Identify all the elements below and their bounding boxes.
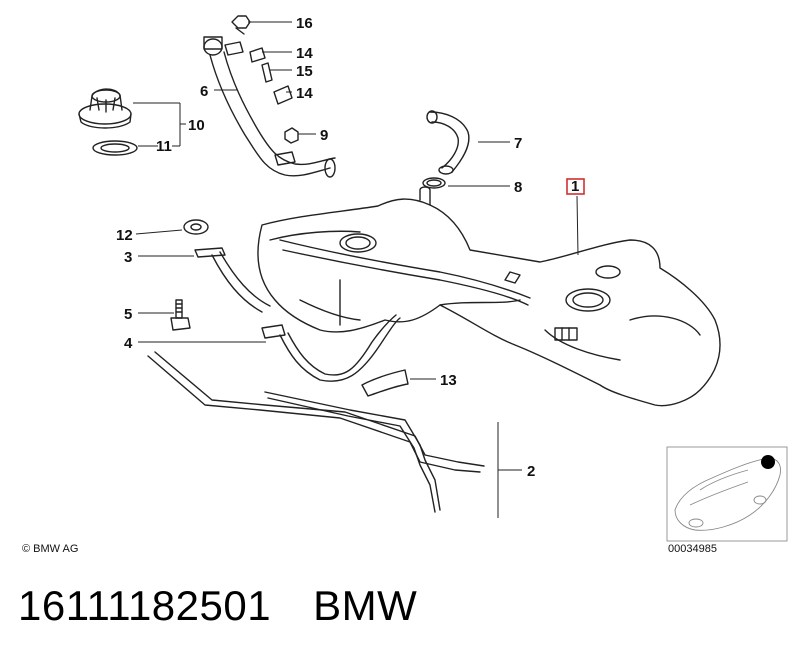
protective-shell[interactable] xyxy=(361,369,409,397)
callout-2[interactable]: 2 xyxy=(527,463,535,480)
callout-6[interactable]: 6 xyxy=(200,83,208,100)
nut-9[interactable] xyxy=(284,127,299,144)
callout-9[interactable]: 9 xyxy=(320,127,328,144)
callout-10[interactable]: 10 xyxy=(188,117,205,134)
callout-7[interactable]: 7 xyxy=(514,135,522,152)
vent-hose[interactable] xyxy=(426,110,470,175)
nut-16[interactable] xyxy=(231,15,251,35)
washer[interactable] xyxy=(183,219,209,235)
brand-name: BMW xyxy=(313,582,418,629)
callout-12[interactable]: 12 xyxy=(116,227,133,244)
leader-lines xyxy=(133,21,579,518)
callout-11[interactable]: 11 xyxy=(156,138,172,155)
location-dot xyxy=(761,455,775,469)
hose-clamp[interactable] xyxy=(422,177,446,189)
callout-3[interactable]: 3 xyxy=(124,249,132,266)
callout-14-upper[interactable]: 14 xyxy=(296,45,313,62)
gasket[interactable] xyxy=(92,140,138,156)
filler-pipe[interactable] xyxy=(203,36,336,178)
part-number: 16111182501 xyxy=(18,582,272,629)
part-footer: 16111182501 BMW xyxy=(18,582,459,630)
tank-strap-lower[interactable] xyxy=(261,314,401,382)
clip-upper[interactable] xyxy=(249,47,266,63)
tank-strap-upper[interactable] xyxy=(194,247,271,313)
part-1-highlight xyxy=(566,178,585,195)
image-number: 00034985 xyxy=(668,543,717,555)
bushing[interactable] xyxy=(261,62,273,83)
car-outline-icon xyxy=(674,457,781,531)
filler-cap[interactable] xyxy=(78,88,132,129)
callout-16[interactable]: 16 xyxy=(296,15,313,32)
callout-1[interactable]: 1 xyxy=(571,178,579,195)
fuel-tank[interactable] xyxy=(257,186,721,407)
callout-15[interactable]: 15 xyxy=(296,63,313,80)
fuel-lines[interactable] xyxy=(147,351,485,513)
callout-4[interactable]: 4 xyxy=(124,335,133,352)
callout-14-lower[interactable]: 14 xyxy=(296,85,313,102)
clip-lower[interactable] xyxy=(273,85,293,105)
vehicle-location-inset: 00034985 xyxy=(666,446,788,555)
callout-8[interactable]: 8 xyxy=(514,179,522,196)
bolt[interactable] xyxy=(170,299,191,331)
callout-13[interactable]: 13 xyxy=(440,372,457,389)
callout-5[interactable]: 5 xyxy=(124,306,132,323)
copyright-text: © BMW AG xyxy=(22,543,78,555)
